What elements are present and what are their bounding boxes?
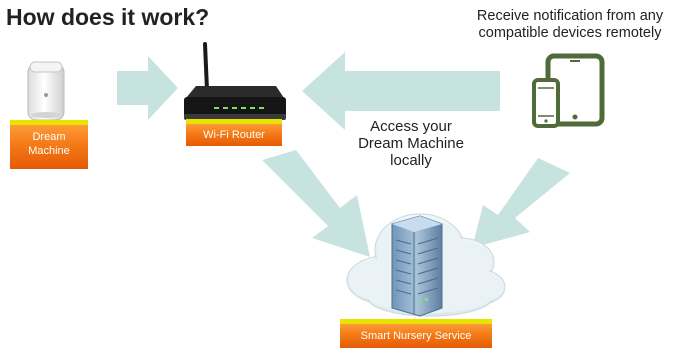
arrow-devices-to-cloud (472, 158, 570, 248)
local-note-line-1: Access your (370, 118, 452, 135)
local-access-note: Access your Dream Machine locally (336, 118, 486, 169)
router-icon (184, 42, 286, 120)
local-note-line-3: locally (390, 152, 432, 169)
server-icon (391, 215, 443, 317)
dream-machine-icon (27, 61, 65, 121)
page-title: How does it work? (6, 4, 210, 30)
tablet-phone-icon (532, 53, 605, 128)
router-label: Wi-Fi Router (186, 119, 282, 146)
service-label: Smart Nursery Service (340, 319, 492, 348)
remote-note-line-2: compatible devices remotely (478, 25, 662, 41)
remote-access-note: Receive notification from any compatible… (448, 8, 692, 42)
arrow-devices-to-router (302, 52, 500, 130)
local-note-line-2: Dream Machine (358, 135, 464, 152)
dream-machine-label-line-2: Machine (28, 145, 70, 157)
dream-machine-label: Dream Machine (10, 120, 88, 169)
remote-note-line-1: Receive notification from any (476, 8, 664, 24)
arrow-dream-to-router (117, 56, 178, 120)
arrow-router-to-cloud (262, 150, 370, 257)
dream-machine-label-line-1: Dream (32, 131, 66, 143)
